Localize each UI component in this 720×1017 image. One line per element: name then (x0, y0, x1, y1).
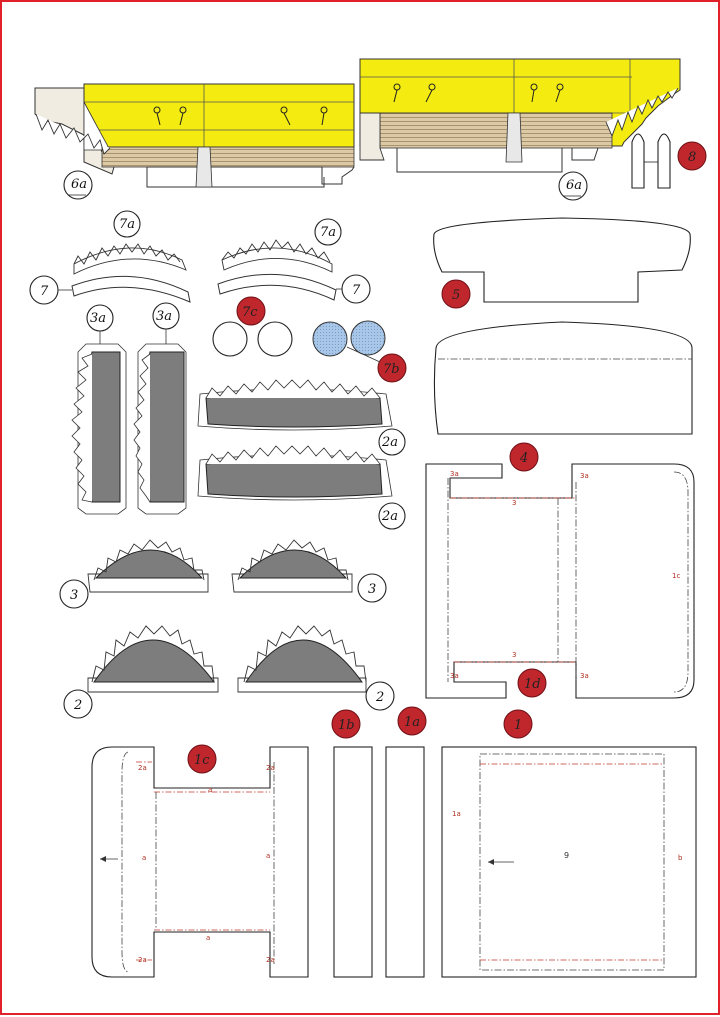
mark-a-right: a (266, 852, 270, 860)
label-6a: 6a (71, 177, 87, 192)
label-6a-b-circle (558, 171, 588, 201)
label-1c: 1c (194, 753, 210, 768)
part-1b: 1b (331, 709, 373, 978)
label-1b: 1b (338, 718, 355, 733)
part-6a-right: 6a (359, 58, 681, 201)
label-4: 4 (519, 451, 528, 466)
mark-3a-2: 3a (580, 472, 589, 480)
label-8-badge (677, 141, 707, 171)
mark-1c-side: 1c (672, 572, 680, 580)
mark-a-left: a (142, 854, 146, 862)
part-6a-left: 6a (34, 83, 355, 200)
label-3a-left: 3a (90, 311, 106, 326)
mark-9: 9 (564, 851, 569, 860)
mark-2a-1: 2a (138, 764, 147, 772)
label-2-right: 2 (375, 690, 384, 705)
label-1d: 1d (524, 677, 541, 692)
part-1a: 1a (385, 706, 427, 978)
mark-a-bottom: a (206, 934, 210, 942)
mark-3a-4: 3a (580, 672, 589, 680)
label-2a-bottom: 2a (381, 509, 398, 524)
mark-2a-2: 2a (266, 764, 275, 772)
label-3a-right: 3a (156, 309, 172, 324)
part-1: 1a 9 b 1 (441, 709, 697, 978)
label-7a-right: 7a (320, 225, 336, 240)
part-1c: 2a 2a 2a 2a a a a a 1c (91, 744, 309, 978)
mark-2a-4: 2a (266, 956, 275, 964)
part-7-left: 7a 7 (29, 210, 191, 305)
label-1: 1 (514, 718, 522, 733)
label-7c: 7c (242, 305, 258, 320)
mark-1a: 1a (452, 810, 461, 818)
label-1a: 1a (404, 715, 420, 730)
label-2a-top: 2a (381, 435, 398, 450)
label-2-left: 2 (73, 698, 82, 713)
label-7-right: 7 (352, 283, 361, 298)
mark-a-top: a (208, 786, 212, 794)
part-7c: 7c (212, 296, 293, 357)
label-7a-left: 7a (119, 217, 135, 232)
part-7-right: 7a 7 (217, 218, 371, 304)
mark-3a-3: 3a (450, 672, 459, 680)
mark-3-bottom: 3 (512, 651, 516, 659)
part-1d: 3a 3a 3a 3a 3 3 1c 1d (425, 463, 695, 699)
part-2: 2 2 (63, 625, 395, 719)
label-3-right: 3 (368, 582, 376, 597)
label-3-left: 3 (70, 588, 78, 603)
part-8: 8 (631, 133, 707, 189)
part-3a: 3a 3a (71, 302, 187, 515)
mark-3a-1: 3a (450, 470, 459, 478)
part-5: 5 (433, 217, 691, 309)
mark-b: b (678, 854, 683, 862)
label-5: 5 (452, 288, 460, 303)
label-8: 8 (688, 150, 696, 165)
label-6a-circle (63, 170, 93, 200)
part-7b: 7b (312, 320, 407, 383)
part-3: 3 3 (59, 539, 387, 609)
label-7b: 7b (383, 362, 400, 377)
mark-2a-3: 2a (138, 956, 147, 964)
part-4: 4 (433, 321, 693, 472)
mark-3-top: 3 (512, 499, 516, 507)
label-6a-b: 6a (566, 178, 582, 193)
part-2a: 2a 2a (197, 379, 406, 530)
label-7-left: 7 (40, 284, 49, 299)
